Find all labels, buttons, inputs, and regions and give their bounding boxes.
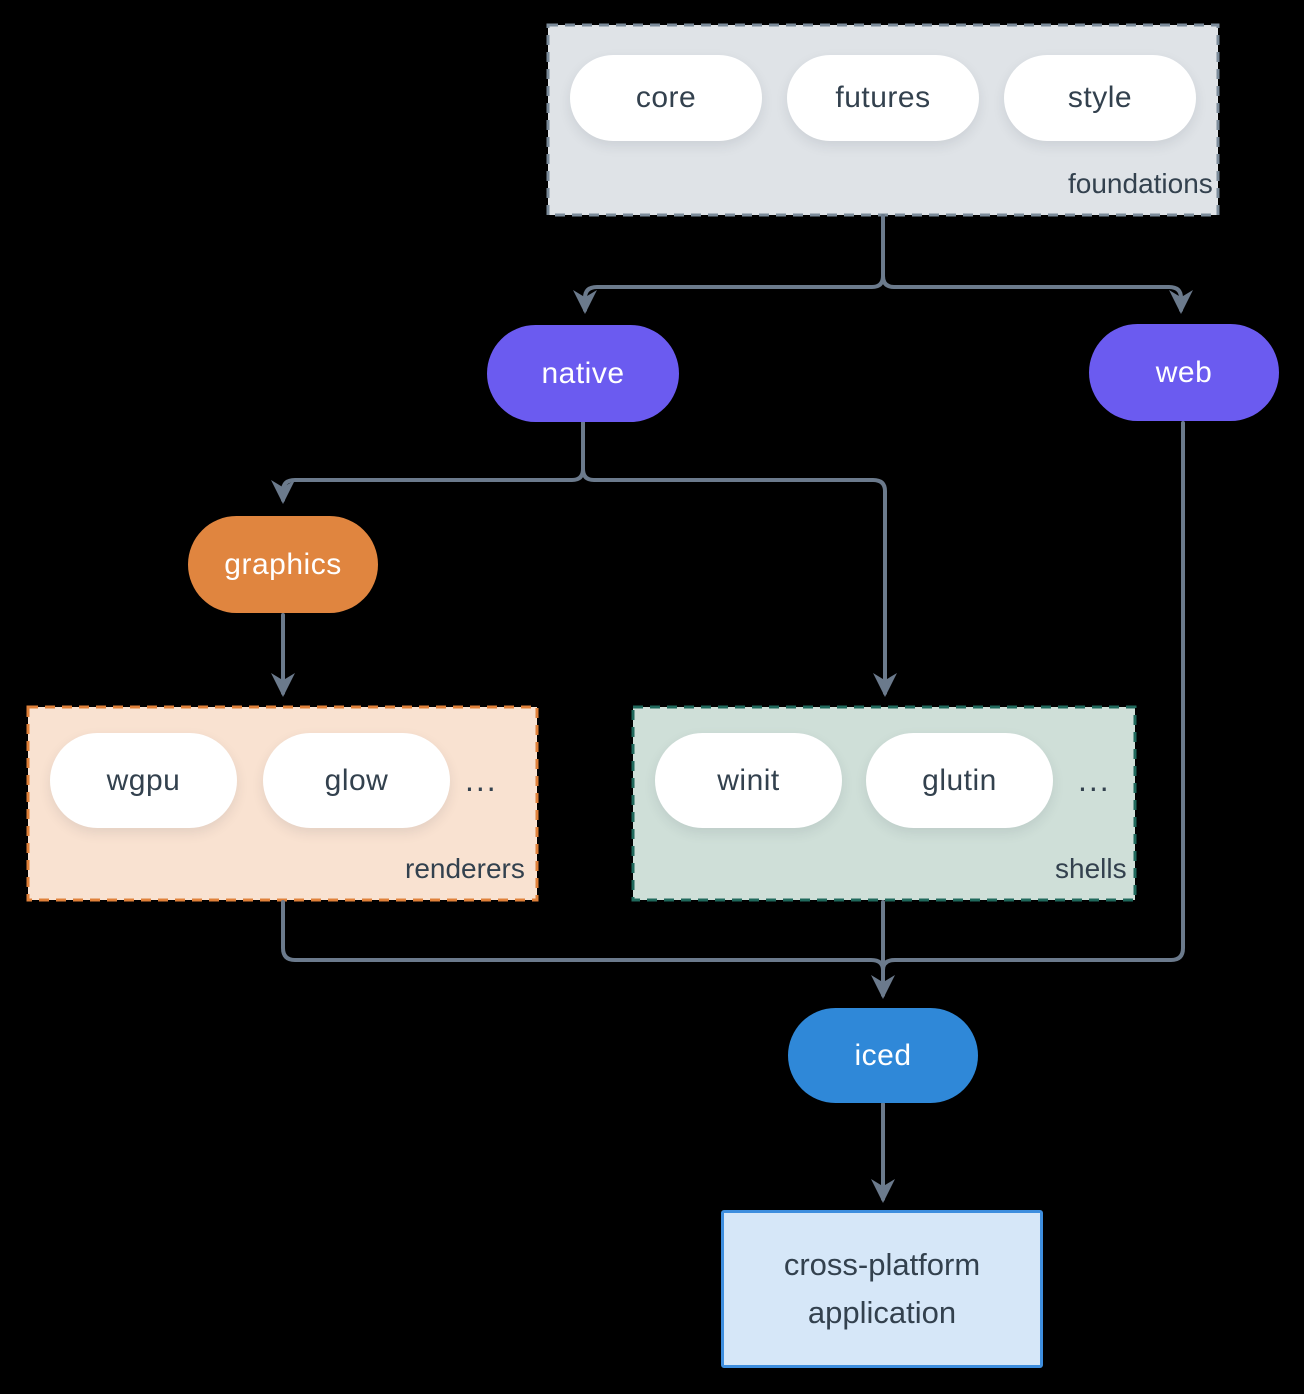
node-core: core [570, 55, 762, 141]
node-wgpu-label: wgpu [106, 763, 181, 797]
node-winit-label: winit [717, 763, 780, 797]
shells-group-label: shells [1055, 853, 1127, 884]
shells-ellipsis: ... [1078, 762, 1111, 798]
renderers-group-border [26, 705, 539, 902]
node-web-label: web [1155, 355, 1213, 389]
node-wgpu: wgpu [50, 733, 237, 828]
shells-group-border [631, 705, 1137, 902]
node-glow-label: glow [324, 763, 389, 797]
connector-foundations-web-arrow [881, 214, 1193, 314]
node-cross-platform-application-label: cross-platform application [783, 1246, 981, 1330]
node-graphics: graphics [188, 516, 378, 613]
node-core-label: core [635, 81, 697, 114]
node-glow: glow [263, 733, 450, 828]
renderers-ellipsis: ... [465, 762, 498, 798]
connector-native-shells-arrow [581, 421, 897, 697]
node-cross-platform-application: cross-platform application [721, 1210, 1043, 1368]
node-style: style [1004, 55, 1196, 141]
node-native-label: native [541, 356, 625, 390]
foundations-group-label: foundations [1068, 168, 1213, 199]
node-futures-label: futures [835, 81, 931, 114]
node-graphics-label: graphics [224, 547, 342, 581]
node-iced: iced [788, 1008, 978, 1103]
node-glutin-label: glutin [922, 763, 997, 797]
node-native: native [487, 325, 679, 422]
node-glutin: glutin [866, 733, 1053, 828]
node-web: web [1089, 324, 1279, 421]
node-style-label: style [1067, 81, 1133, 114]
node-futures: futures [787, 55, 979, 141]
node-winit: winit [655, 733, 842, 828]
renderers-group-label: renderers [405, 853, 525, 884]
node-iced-label: iced [854, 1038, 912, 1072]
